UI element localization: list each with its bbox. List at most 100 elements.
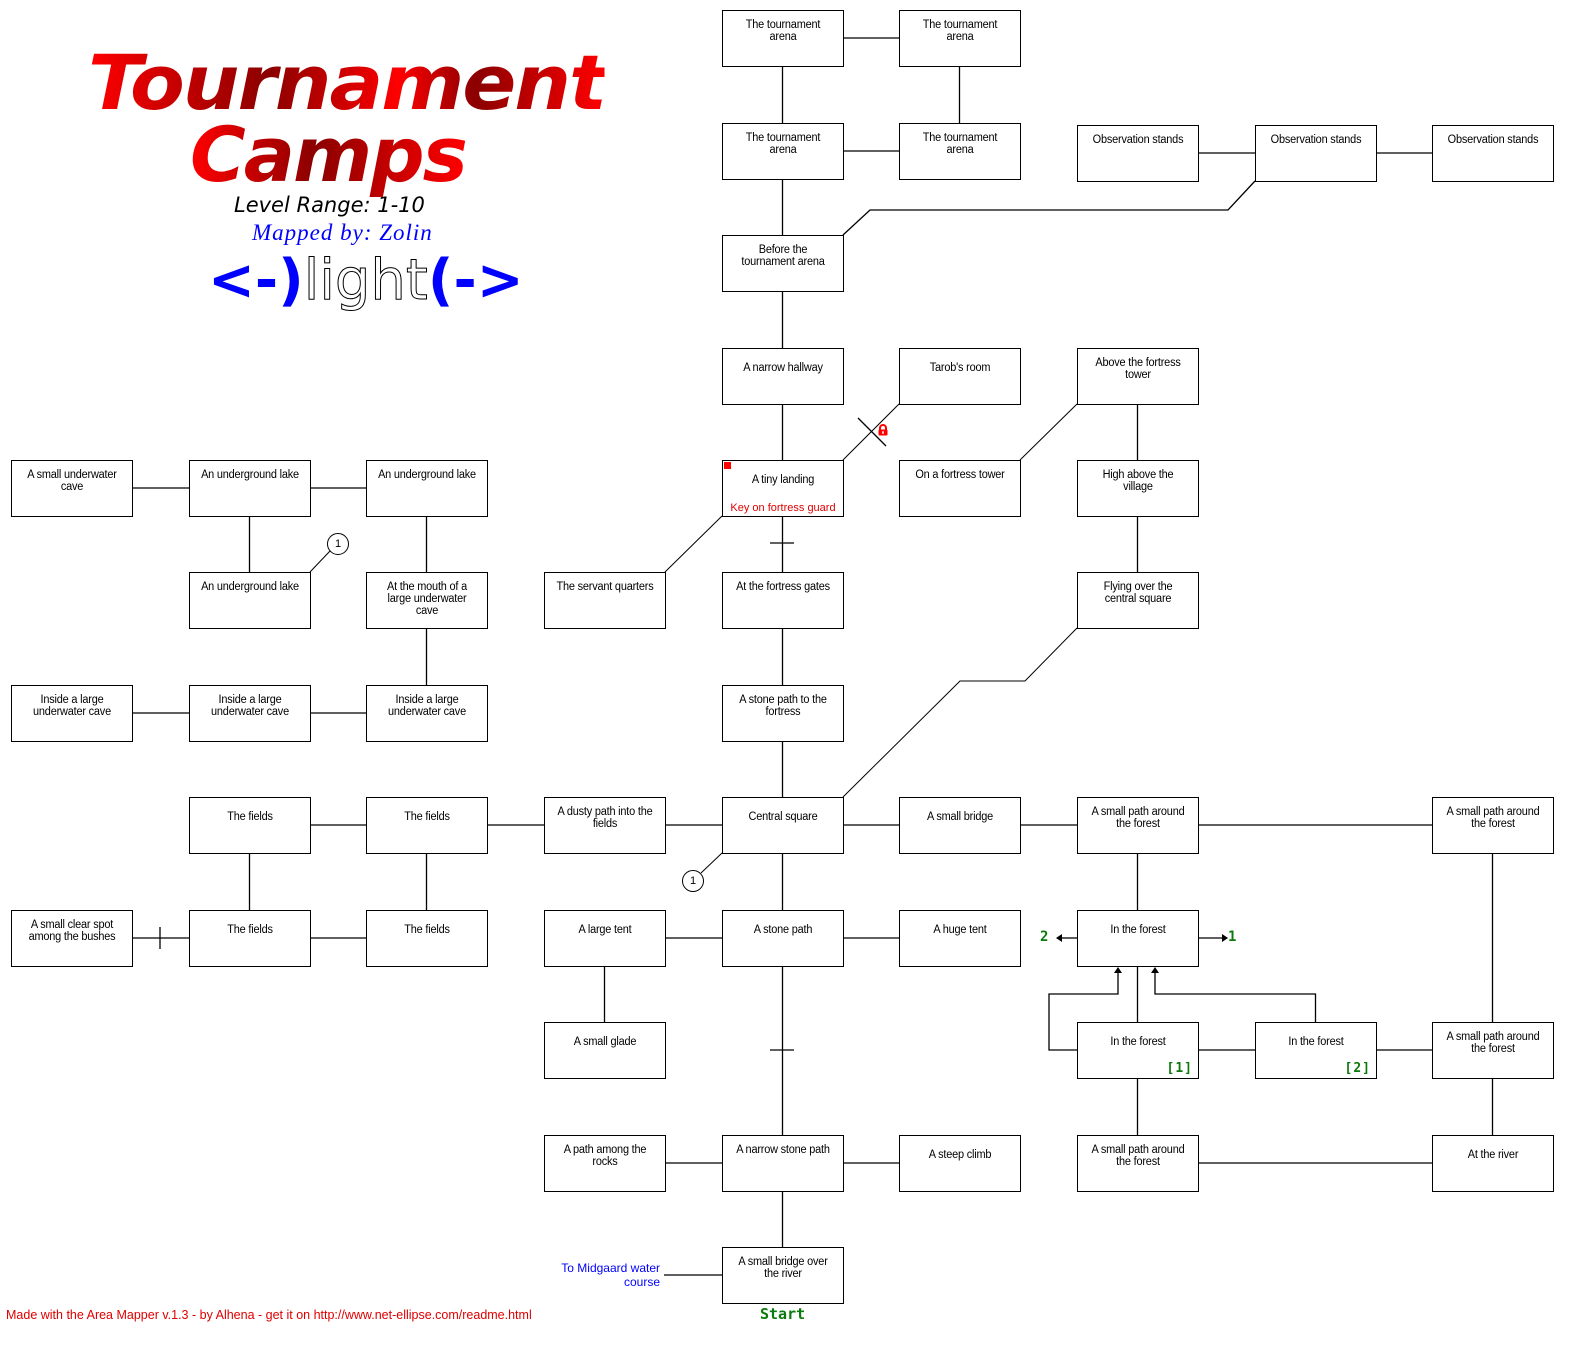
room-stonepathfort[interactable]: A stone path to the fortress xyxy=(722,685,844,742)
room-obs3[interactable]: Observation stands xyxy=(1432,125,1554,182)
link-marker-1-central[interactable]: 1 xyxy=(682,870,704,892)
room-steep[interactable]: A steep climb xyxy=(899,1135,1021,1192)
room-clearspot[interactable]: A small clear spot among the bushes xyxy=(11,910,133,967)
guild-logo-left: <-) xyxy=(208,248,304,313)
room-pathforest4[interactable]: A small path around the forest xyxy=(1077,1135,1199,1192)
room-pathforest3[interactable]: A small path around the forest xyxy=(1432,1022,1554,1079)
room-river[interactable]: At the river xyxy=(1432,1135,1554,1192)
level-range: Level Range: 1-10 xyxy=(234,193,425,217)
one-way-connection xyxy=(1154,969,1317,1022)
room-dusty[interactable]: A dusty path into the fields xyxy=(544,797,666,854)
room-fields3[interactable]: The fields xyxy=(189,910,311,967)
room-stonepath[interactable]: A stone path xyxy=(722,910,844,967)
diagonal-connection xyxy=(842,403,900,461)
room-label: A narrow stone path xyxy=(736,1144,830,1156)
room-label: The fields xyxy=(404,924,450,936)
room-forest1[interactable]: In the forest [1] xyxy=(1077,1022,1199,1079)
room-label: The tournament arena xyxy=(745,132,821,156)
room-narrowstone[interactable]: A narrow stone path xyxy=(722,1135,844,1192)
room-label: A small underwater cave xyxy=(27,469,117,493)
room-rocks[interactable]: A path among the rocks xyxy=(544,1135,666,1192)
link-marker-1-lake[interactable]: 1 xyxy=(327,533,349,555)
start-label: Start xyxy=(760,1305,806,1323)
room-label: A path among the rocks xyxy=(563,1144,647,1168)
room-hallway[interactable]: A narrow hallway xyxy=(722,348,844,405)
room-forest2[interactable]: In the forest[2] xyxy=(1255,1022,1377,1079)
room-label: Inside a large underwater cave xyxy=(211,694,289,718)
room-largetent[interactable]: A large tent xyxy=(544,910,666,967)
room-gates[interactable]: At the fortress gates xyxy=(722,572,844,629)
room-lake3[interactable]: An underground lake xyxy=(189,572,311,629)
room-lake1[interactable]: An underground lake xyxy=(189,460,311,517)
room-label: In the forest xyxy=(1110,1036,1166,1048)
room-central[interactable]: Central square xyxy=(722,797,844,854)
room-arena4[interactable]: The tournament arena xyxy=(899,123,1021,180)
diagonal-connection xyxy=(664,515,723,573)
room-obs1[interactable]: Observation stands xyxy=(1077,125,1199,182)
room-servant[interactable]: The servant quarters xyxy=(544,572,666,629)
room-tarob[interactable]: Tarob's room xyxy=(899,348,1021,405)
marker-connection xyxy=(309,550,331,573)
room-highabove[interactable]: High above the village xyxy=(1077,460,1199,517)
room-flying[interactable]: Flying over the central square xyxy=(1077,572,1199,629)
room-fields4[interactable]: The fields xyxy=(366,910,488,967)
room-pathforest1[interactable]: A small path around the forest xyxy=(1077,797,1199,854)
room-inside3[interactable]: Inside a large underwater cave xyxy=(366,685,488,742)
room-fields1[interactable]: The fields xyxy=(189,797,311,854)
room-tag: [1] xyxy=(1166,1061,1193,1076)
room-label: A small path around the forest xyxy=(1091,1144,1185,1168)
room-hugetent[interactable]: A huge tent xyxy=(899,910,1021,967)
key-flag-icon xyxy=(724,462,731,469)
room-smallcave[interactable]: A small underwater cave xyxy=(11,460,133,517)
door-mark xyxy=(857,417,887,447)
to-midgaard-label[interactable]: To Midgaard water course xyxy=(561,1261,660,1289)
room-label: In the forest xyxy=(1110,924,1166,936)
lock-icon xyxy=(878,424,888,436)
room-arena3[interactable]: The tournament arena xyxy=(722,123,844,180)
room-label: The tournament arena xyxy=(922,19,998,43)
room-label: A dusty path into the fields xyxy=(557,806,653,830)
diagonal-connection xyxy=(842,627,1078,798)
room-label: Tarob's room xyxy=(929,362,991,374)
room-before[interactable]: Before the tournament arena xyxy=(722,235,844,292)
room-label: The tournament arena xyxy=(745,19,821,43)
mapped-by: Mapped by: Zolin xyxy=(252,220,433,245)
room-label: A small path around the forest xyxy=(1091,806,1185,830)
room-label: A small clear spot among the bushes xyxy=(28,919,116,943)
arrow-up-icon xyxy=(1114,967,1122,973)
room-forest0[interactable]: In the forest xyxy=(1077,910,1199,967)
room-label: Before the tournament arena xyxy=(741,244,825,268)
room-label: An underground lake xyxy=(201,469,299,481)
room-fortresstower[interactable]: On a fortress tower xyxy=(899,460,1021,517)
room-mouth[interactable]: At the mouth of a large underwater cave xyxy=(366,572,488,629)
room-arena2[interactable]: The tournament arena xyxy=(899,10,1021,67)
room-bridge[interactable]: A small bridge xyxy=(899,797,1021,854)
room-arena1[interactable]: The tournament arena xyxy=(722,10,844,67)
one-way-connection xyxy=(1048,969,1119,1051)
room-label: Central square xyxy=(748,811,818,823)
exit-label-2: 2 xyxy=(1040,929,1049,945)
room-inside2[interactable]: Inside a large underwater cave xyxy=(189,685,311,742)
room-label: An underground lake xyxy=(378,469,476,481)
room-obs2[interactable]: Observation stands xyxy=(1255,125,1377,182)
room-label: At the fortress gates xyxy=(736,581,830,593)
room-label: A stone path to the fortress xyxy=(739,694,827,718)
guild-logo: <-)light(-> xyxy=(208,248,524,314)
room-label: A steep climb xyxy=(928,1149,992,1161)
room-label: The fields xyxy=(227,924,273,936)
room-label: A stone path xyxy=(753,924,813,936)
room-bridgeriver[interactable]: A small bridge over the river xyxy=(722,1247,844,1304)
room-lake2[interactable]: An underground lake xyxy=(366,460,488,517)
room-inside1[interactable]: Inside a large underwater cave xyxy=(11,685,133,742)
marker-connection xyxy=(700,852,723,874)
room-glade[interactable]: A small glade xyxy=(544,1022,666,1079)
room-pathforest2[interactable]: A small path around the forest xyxy=(1432,797,1554,854)
room-label: A huge tent xyxy=(933,924,987,936)
guild-logo-right: (-> xyxy=(427,248,524,313)
room-fields2[interactable]: The fields xyxy=(366,797,488,854)
room-label: A small path around the forest xyxy=(1446,806,1540,830)
room-label: Observation stands xyxy=(1447,134,1539,146)
room-abovetower[interactable]: Above the fortress tower xyxy=(1077,348,1199,405)
